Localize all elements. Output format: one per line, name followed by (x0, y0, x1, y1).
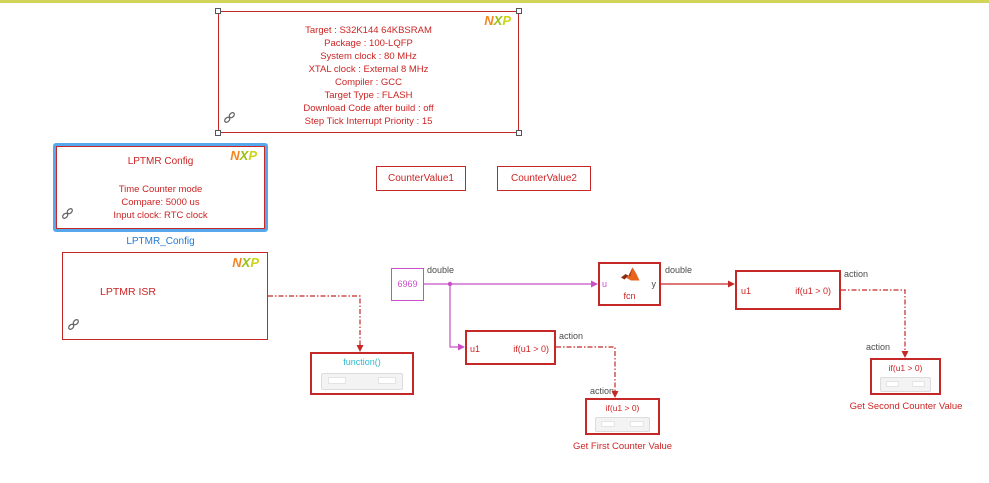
annotation-line: Compiler : GCC (334, 77, 403, 88)
block-title: LPTMR ISR (100, 286, 157, 298)
annotation-line: XTAL clock : External 8 MHz (308, 64, 429, 75)
lptmr-isr-block[interactable]: NXP LPTMR ISR (62, 252, 268, 340)
canvas-top-border (0, 0, 989, 3)
block-title: fcn (623, 291, 636, 301)
nxp-logo: NXP (484, 13, 511, 28)
library-link-icon (61, 207, 74, 225)
annotation-line: Step Tick Interrupt Priority : 15 (304, 116, 433, 127)
block-parameter-line: Input clock: RTC clock (113, 210, 208, 221)
counter-value1-block[interactable]: CounterValue1 (376, 166, 466, 191)
nxp-logo: NXP (230, 148, 257, 163)
function-call-label: function() (343, 357, 381, 367)
if-block-2[interactable]: u1 if(u1 > 0) (735, 270, 841, 310)
constant-value: 6969 (397, 279, 418, 289)
subsystem-preview-box (912, 381, 925, 387)
action-subsystem-2-block[interactable]: if(u1 > 0) (870, 358, 941, 395)
matlab-function-block[interactable]: fcn u y (598, 262, 661, 306)
annotation-line: Download Code after build : off (303, 103, 434, 114)
if-condition-label: if(u1 > 0) (795, 286, 831, 296)
block-title: LPTMR Config (127, 156, 194, 167)
action-signal-label: action (590, 386, 615, 396)
target-config-annotation-block[interactable]: NXP Target : S32K144 64KBSRAM Package : … (215, 8, 522, 136)
action-signal-label: action (866, 342, 891, 352)
action-signal-label: action (559, 331, 584, 341)
subsystem-preview (595, 417, 650, 432)
selection-handle[interactable] (516, 130, 522, 136)
lptmr-config-selection[interactable]: LPTMR Config NXP Time Counter mode Compa… (53, 143, 268, 232)
subsystem-preview (321, 373, 403, 390)
subsystem-preview-box (601, 421, 615, 427)
input-port-label: u (602, 279, 608, 289)
action-signal-label: action (844, 269, 869, 279)
constant-block[interactable]: 6969 (391, 268, 424, 301)
block-parameter-line: Compare: 5000 us (121, 197, 200, 208)
block-title: CounterValue1 (388, 173, 454, 184)
lptmr-config-block-name[interactable]: LPTMR_Config (126, 236, 195, 247)
selection-handle[interactable] (516, 8, 522, 14)
block-parameter-line: Time Counter mode (118, 184, 203, 195)
annotation-line: Target : S32K144 64KBSRAM (305, 25, 432, 36)
if-condition-label: if(u1 > 0) (513, 344, 549, 354)
block-title: CounterValue2 (511, 173, 577, 184)
subsystem-preview-box (630, 421, 644, 427)
function-call-subsystem-block[interactable]: function() (310, 352, 414, 395)
nxp-logo: NXP (232, 255, 259, 270)
signal-type-label: double (665, 265, 693, 275)
subsystem-preview (880, 377, 931, 392)
lptmr-config-block[interactable]: LPTMR Config NXP Time Counter mode Compa… (56, 146, 265, 229)
subsystem-preview-box (328, 377, 346, 384)
input-port-label: u1 (741, 286, 752, 296)
signal-type-label: double (427, 265, 455, 275)
action-subsystem-2-name[interactable]: Get Second Counter Value (849, 401, 963, 412)
annotation-line: System clock : 80 MHz (320, 51, 417, 62)
matlab-logo-icon (621, 267, 641, 288)
subsystem-preview-box (378, 377, 396, 384)
action-port-label: if(u1 > 0) (888, 363, 923, 373)
counter-value2-block[interactable]: CounterValue2 (497, 166, 591, 191)
annotation-line: Target Type : FLASH (324, 90, 413, 101)
action-subsystem-1-block[interactable]: if(u1 > 0) (585, 398, 660, 435)
output-port-label: y (651, 279, 657, 289)
if-block-1[interactable]: u1 if(u1 > 0) (465, 330, 556, 365)
library-link-icon (67, 318, 80, 336)
library-link-icon (223, 111, 236, 129)
selection-handle[interactable] (215, 130, 221, 136)
annotation-line: Package : 100-LQFP (324, 38, 413, 49)
action-port-label: if(u1 > 0) (605, 403, 640, 413)
action-subsystem-1-name[interactable]: Get First Counter Value (572, 441, 673, 452)
input-port-label: u1 (470, 344, 481, 354)
selection-handle[interactable] (215, 8, 221, 14)
subsystem-preview-box (886, 381, 899, 387)
